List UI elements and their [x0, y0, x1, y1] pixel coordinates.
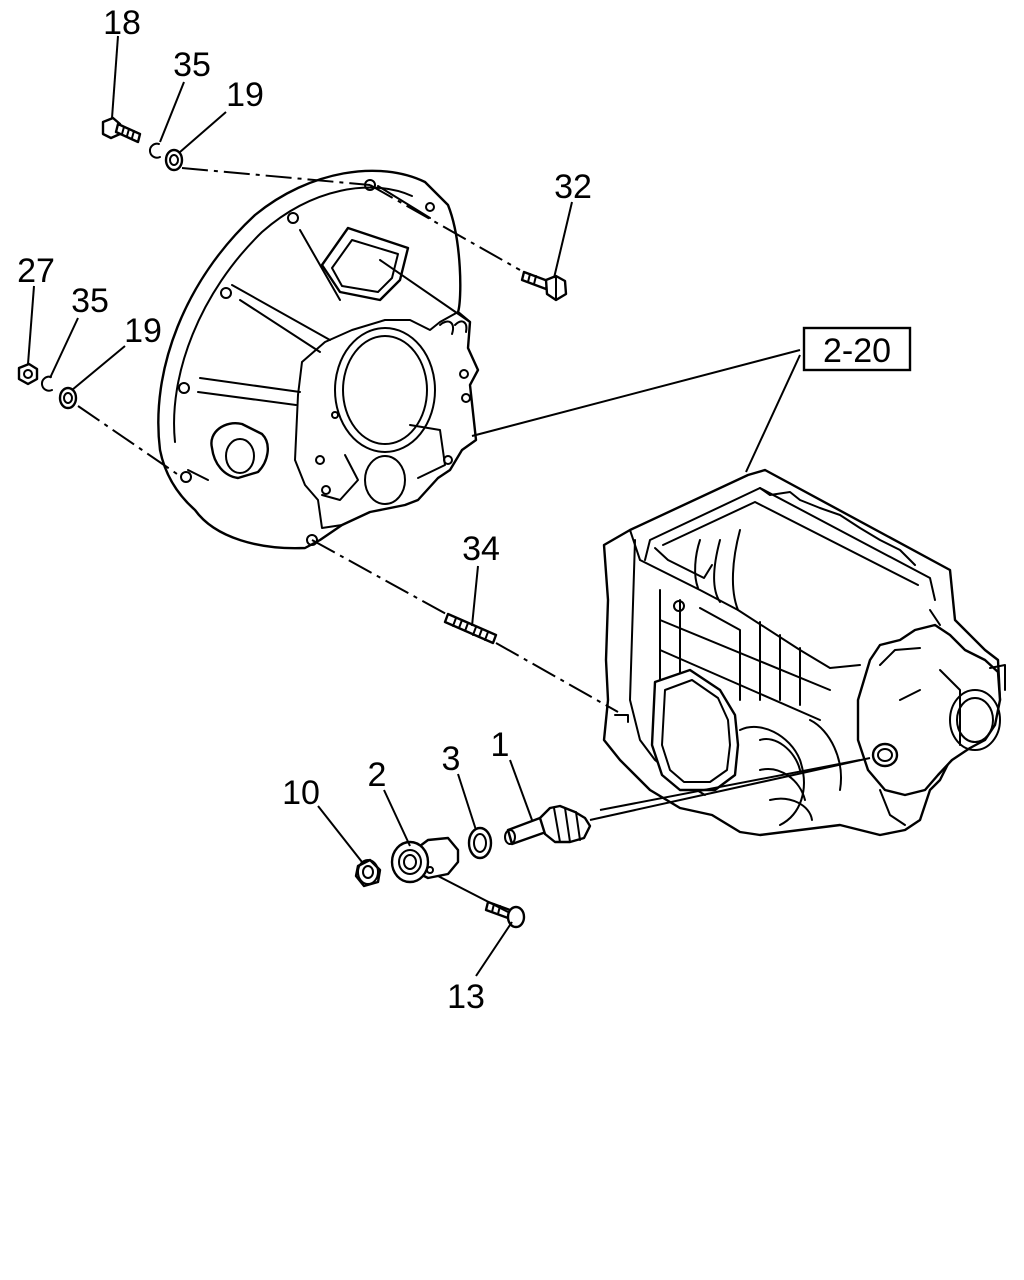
- callout-19-lower: 19: [124, 312, 162, 350]
- reference-box: 2-20: [802, 326, 912, 372]
- washer-19-upper: [164, 148, 184, 172]
- lock-washer-35-upper: [148, 142, 161, 159]
- callout-27: 27: [17, 252, 55, 290]
- stud-34: [443, 612, 498, 645]
- bolt-18: [101, 116, 142, 144]
- sleeve-2: [390, 836, 460, 884]
- o-ring-3: [467, 826, 493, 860]
- callout-18: 18: [103, 4, 141, 42]
- callout-19-upper: 19: [226, 76, 264, 114]
- callout-32: 32: [554, 168, 592, 206]
- callout-34: 34: [462, 530, 500, 568]
- callout-numbers: 18 35 19 32 27 35 19 34 10 2 3 1 13: [17, 4, 592, 1016]
- lock-washer-35-lower: [40, 375, 53, 392]
- leader-lines: [27, 35, 871, 977]
- callout-2: 2: [368, 756, 387, 794]
- transmission-case: [602, 468, 1006, 837]
- reference-label: 2-20: [823, 332, 891, 370]
- driven-gear-1: [504, 804, 592, 846]
- callout-1: 1: [491, 726, 510, 764]
- clutch-housing: [157, 169, 480, 550]
- callout-10: 10: [282, 774, 320, 812]
- sleeve-10: [354, 858, 382, 888]
- callout-3: 3: [442, 740, 461, 778]
- callout-35-lower: 35: [71, 282, 109, 320]
- washer-19-lower: [58, 386, 78, 410]
- callout-13: 13: [447, 978, 485, 1016]
- nut-27: [17, 362, 39, 386]
- bolt-32: [520, 270, 568, 302]
- callout-35-upper: 35: [173, 46, 211, 84]
- assembly-lines: [77, 167, 619, 713]
- bolt-13: [484, 900, 526, 929]
